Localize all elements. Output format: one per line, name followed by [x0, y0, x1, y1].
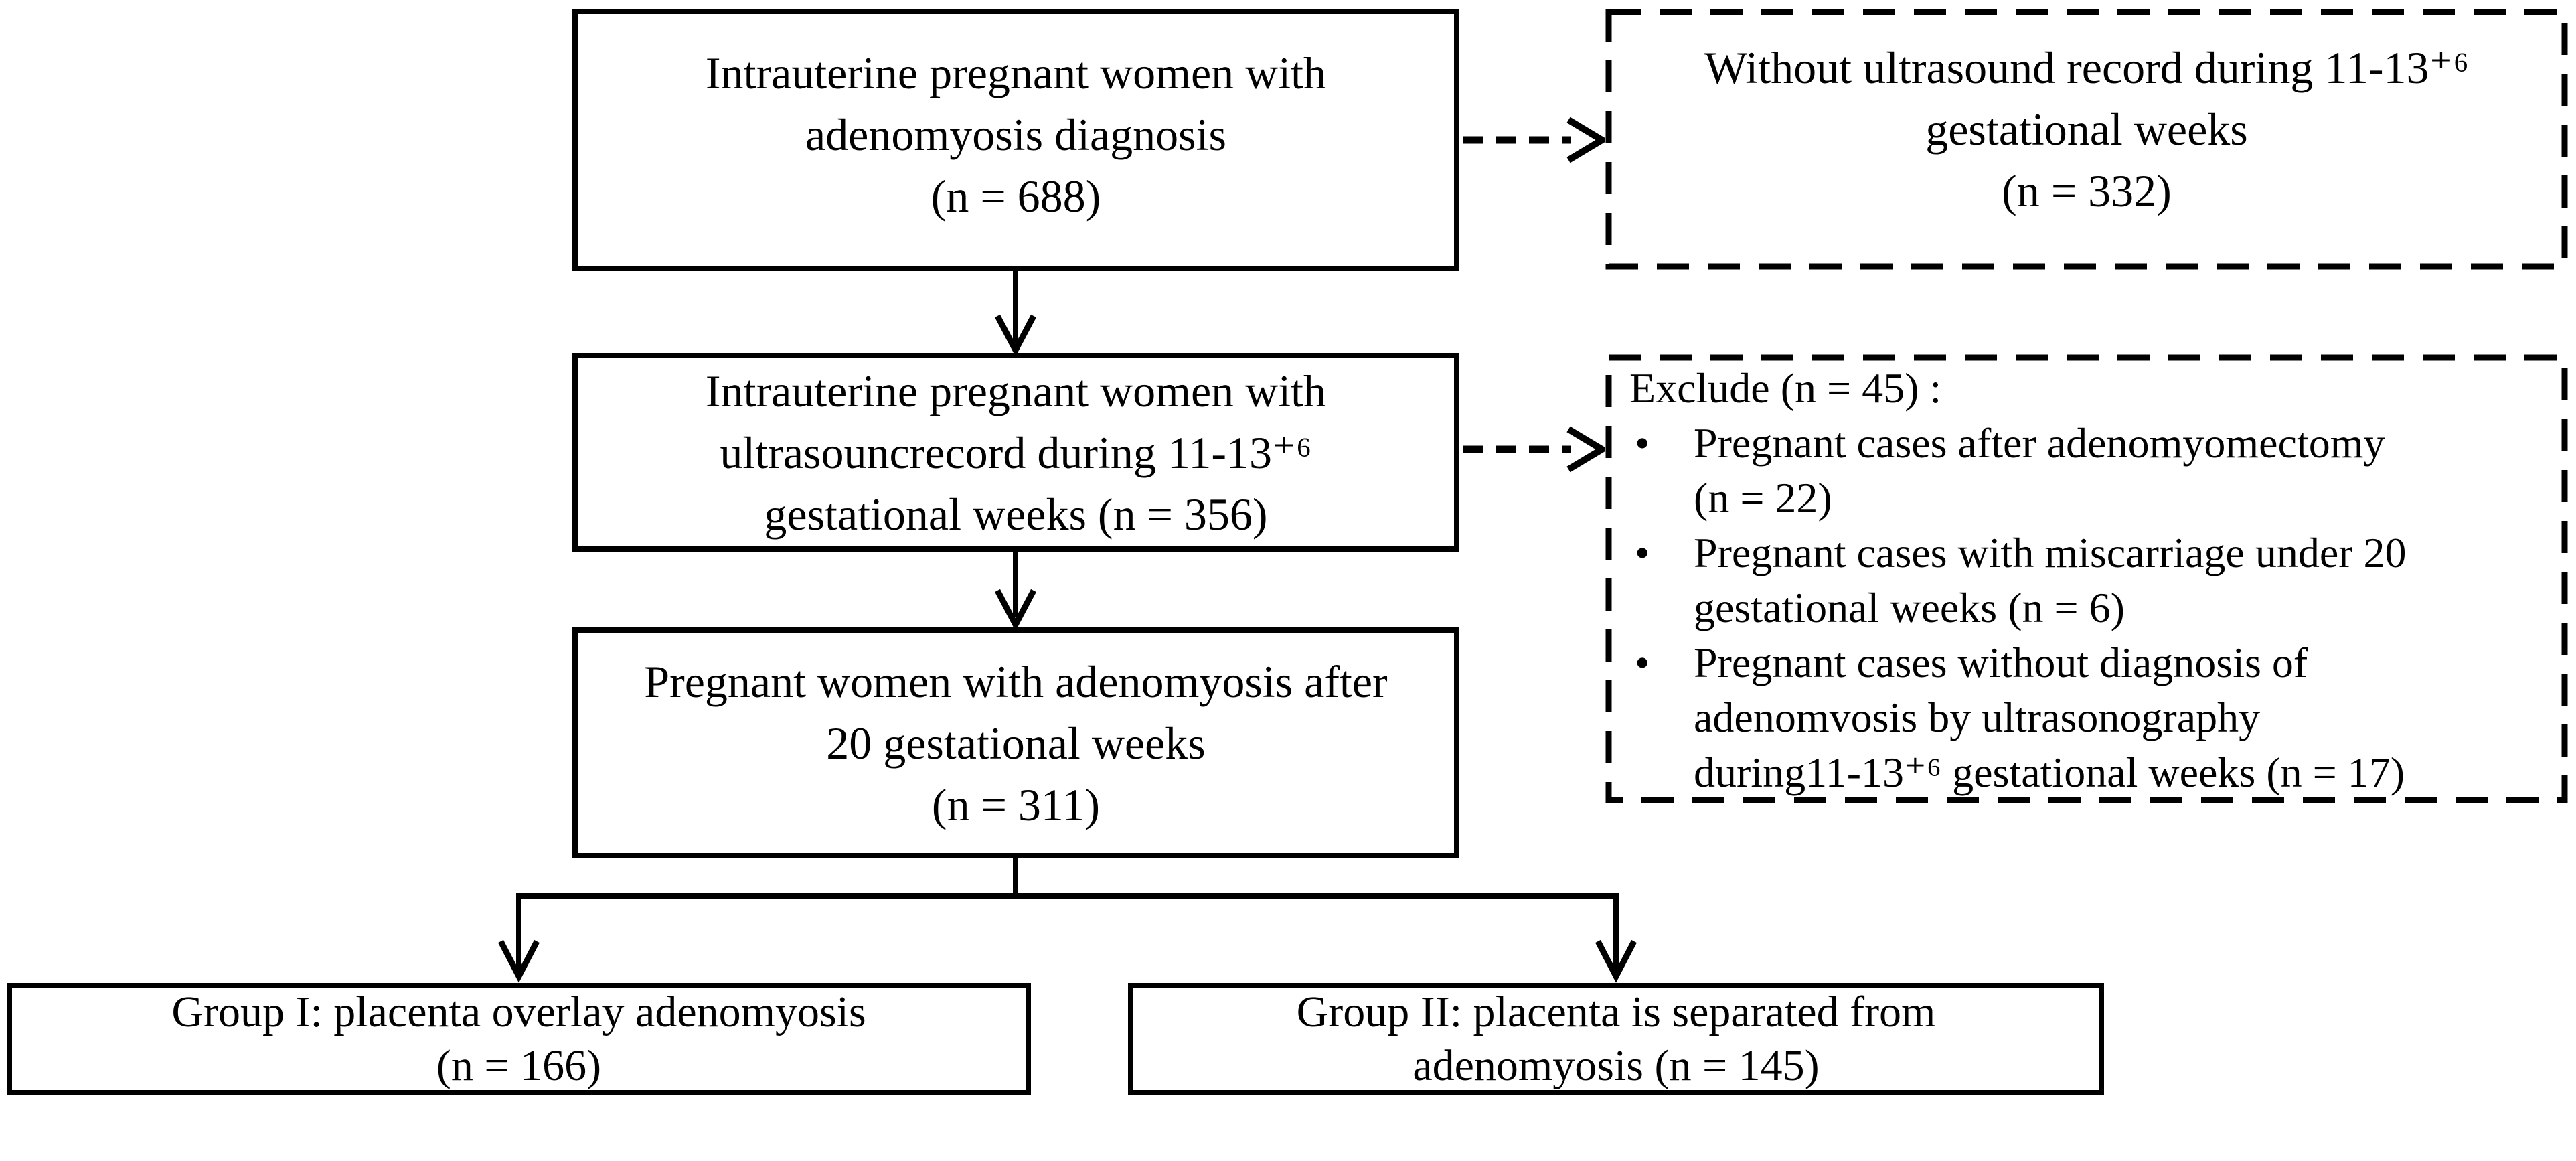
branch-lines — [516, 858, 1619, 974]
dashed-arrow-to-without-ultrasound — [1463, 117, 1609, 163]
bullet-icon: • — [1635, 639, 1650, 686]
box-group-2-text: Group II: placenta is separated from ade… — [1296, 988, 1936, 1090]
arrowhead-down-icon — [498, 939, 540, 983]
exclusion-item-text: Pregnant cases with miscarriage under 20… — [1694, 529, 2407, 631]
dashed-border-icon — [1605, 354, 2568, 803]
arrowhead-down-icon — [995, 314, 1036, 357]
exclusion-item-text: Pregnant cases without diagnosis of aden… — [1694, 639, 2405, 796]
arrowhead-down-icon — [995, 589, 1036, 631]
arrowhead-right-icon — [1566, 117, 1609, 163]
exclusion-item-text: Pregnant cases after adenomyomectomy (n … — [1694, 419, 2385, 522]
box-group-2: Group II: placenta is separated from ade… — [1128, 983, 2104, 1095]
branch-connector — [498, 858, 1637, 983]
dashed-arrow-to-exclusion — [1463, 426, 1609, 473]
box-intrauterine-diagnosis-text: Intrauterine pregnant women with adenomy… — [705, 48, 1327, 222]
arrowhead-down-icon — [1595, 939, 1637, 983]
dashed-border-icon — [1605, 9, 2568, 270]
box-group-1-text: Group I: placenta overlay adenomyosis (n… — [171, 988, 866, 1090]
box-after-20-weeks: Pregnant women with adenomyosis after 20… — [572, 627, 1459, 858]
box-ultrasound-record-text: Intrauterine pregnant women with ultraso… — [705, 365, 1327, 540]
box-exclusion: Exclude (n = 45) : • Pregnant cases afte… — [1605, 354, 2568, 803]
bullet-icon: • — [1635, 419, 1650, 467]
arrowhead-right-icon — [1566, 426, 1609, 473]
exclusion-item: • Pregnant cases without diagnosis of ad… — [1605, 635, 2556, 800]
box-without-ultrasound-text: Without ultrasound record during 11-13⁺⁶… — [1704, 42, 2470, 216]
box-after-20-weeks-text: Pregnant women with adenomyosis after 20… — [644, 655, 1388, 830]
arrow-ultrasound-to-after20 — [995, 546, 1036, 631]
box-intrauterine-diagnosis: Intrauterine pregnant women with adenomy… — [572, 9, 1459, 271]
exclusion-content: Exclude (n = 45) : • Pregnant cases afte… — [1605, 354, 2568, 803]
bullet-icon: • — [1635, 529, 1650, 576]
box-group-1: Group I: placenta overlay adenomyosis (n… — [7, 983, 1031, 1095]
exclusion-title: Exclude (n = 45) : — [1629, 364, 1942, 412]
exclusion-list: • Pregnant cases after adenomyomectomy (… — [1605, 416, 2556, 800]
arrow-diagnosis-to-ultrasound — [995, 271, 1036, 357]
exclusion-item: • Pregnant cases with miscarriage under … — [1605, 526, 2556, 635]
exclusion-item: • Pregnant cases after adenomyomectomy (… — [1605, 416, 2556, 526]
box-without-ultrasound: Without ultrasound record during 11-13⁺⁶… — [1605, 9, 2568, 270]
box-ultrasound-record: Intrauterine pregnant women with ultraso… — [572, 353, 1459, 552]
